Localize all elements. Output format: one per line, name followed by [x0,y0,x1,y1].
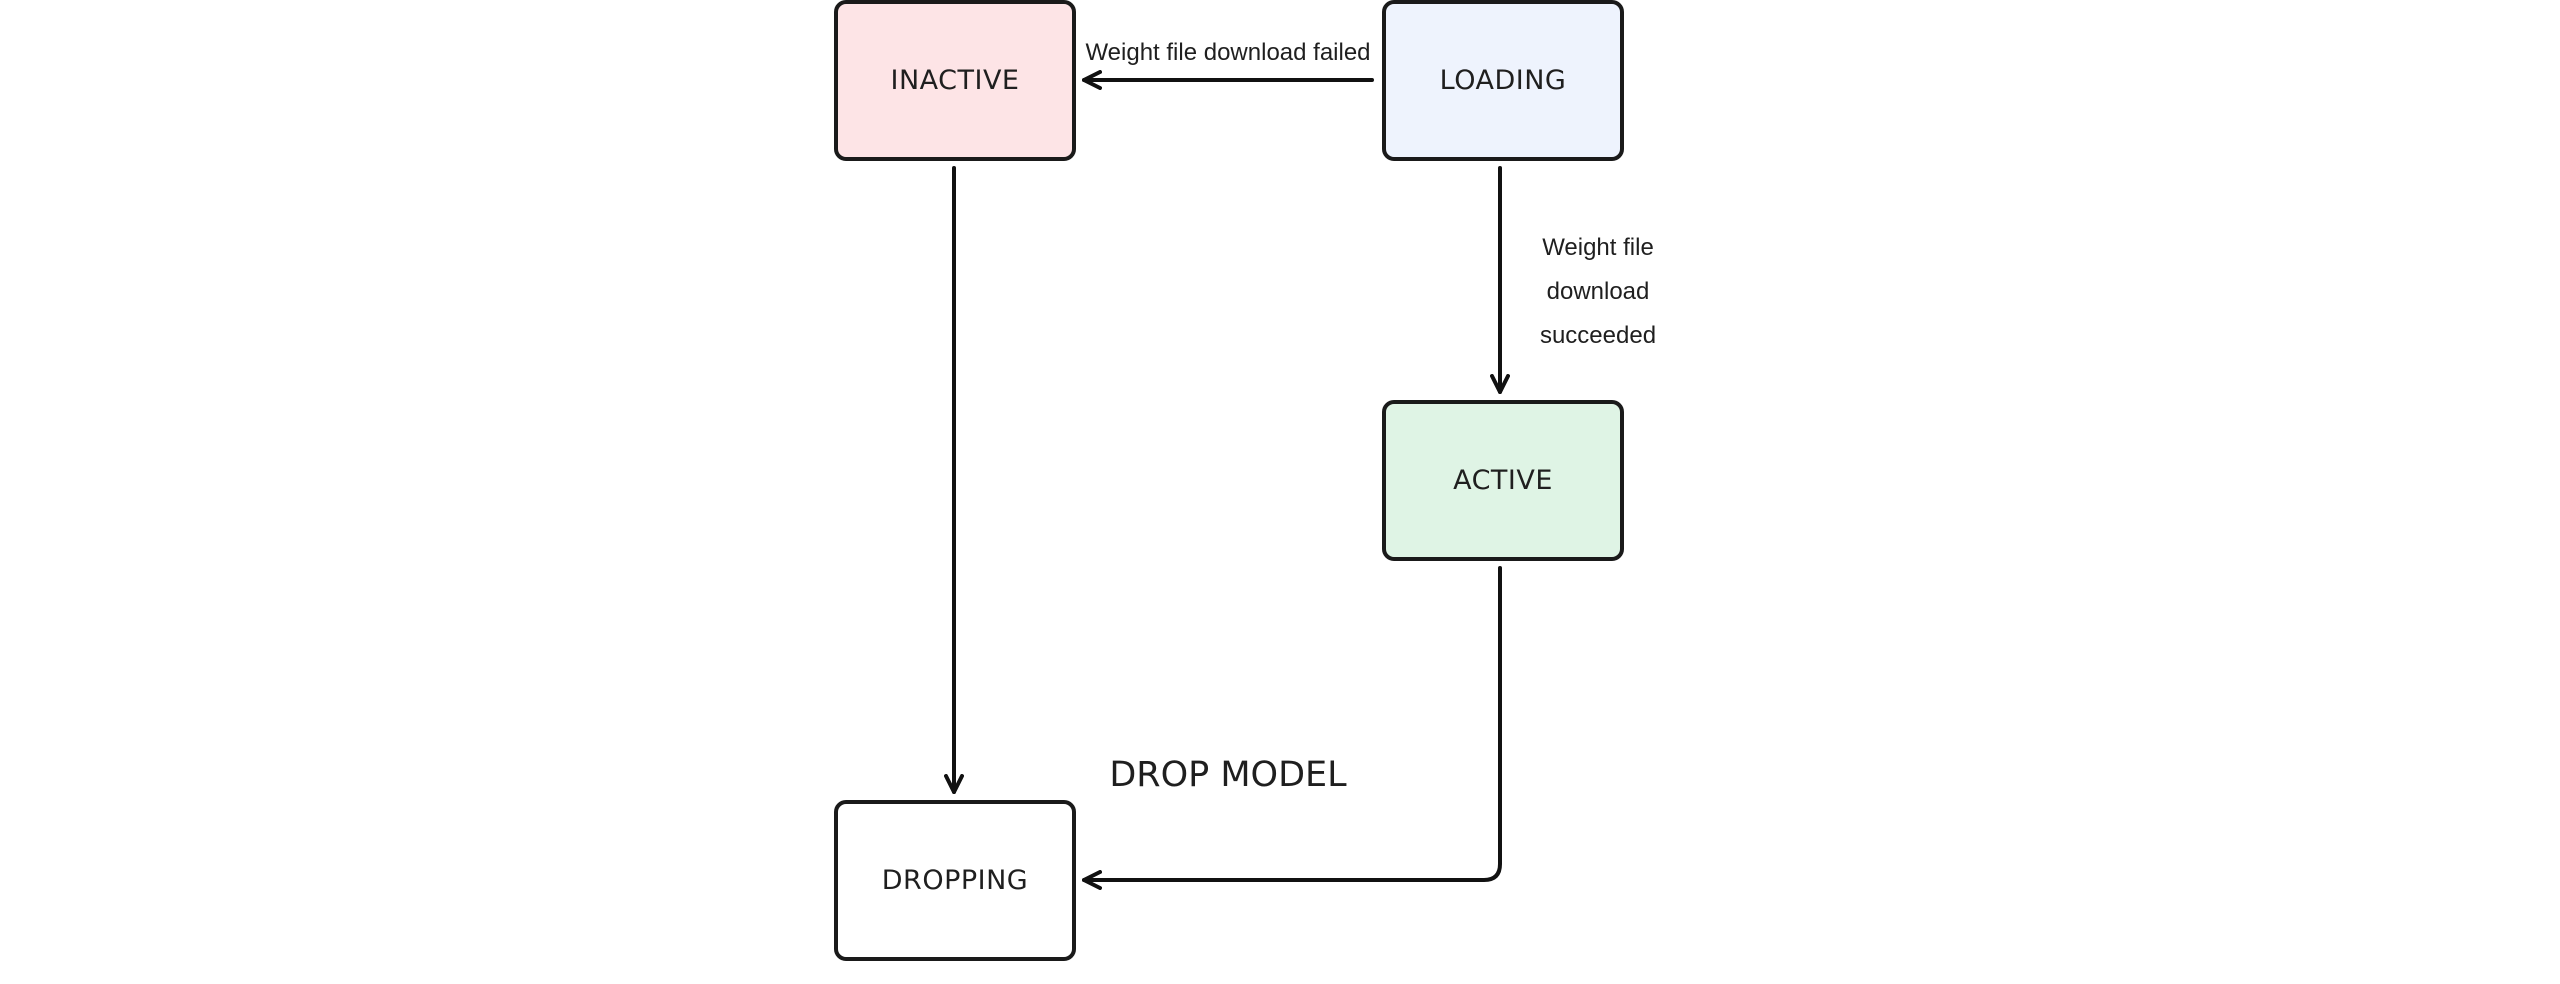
edge-loading-to-inactive: Weight file download failed [1082,39,1374,90]
edge-loading-to-active: Weight file download succeeded [1490,166,1656,394]
edge-loading-to-active-label-line-3: succeeded [1540,322,1656,349]
node-loading: LOADING [1382,0,1624,161]
node-inactive-box [834,0,1076,161]
edge-active-to-dropping [1082,566,1502,890]
drop-model-label: DROP MODEL [1109,755,1347,795]
node-dropping-label: DROPPING [882,865,1028,896]
node-dropping: DROPPING [834,800,1076,961]
node-active-label: ACTIVE [1453,465,1553,496]
edge-active-to-dropping-line [1082,566,1502,890]
node-inactive: INACTIVE [834,0,1076,161]
edge-loading-to-active-label-line-2: download [1547,278,1650,305]
node-loading-box [1382,0,1624,161]
node-dropping-box [834,800,1076,961]
node-loading-label: LOADING [1440,65,1567,96]
node-active-box [1382,400,1624,561]
node-inactive-label: INACTIVE [891,65,1020,96]
edge-loading-to-active-label-line-1: Weight file [1542,234,1654,261]
node-active: ACTIVE [1382,400,1624,561]
edge-loading-to-inactive-label: Weight file download failed [1085,39,1370,66]
